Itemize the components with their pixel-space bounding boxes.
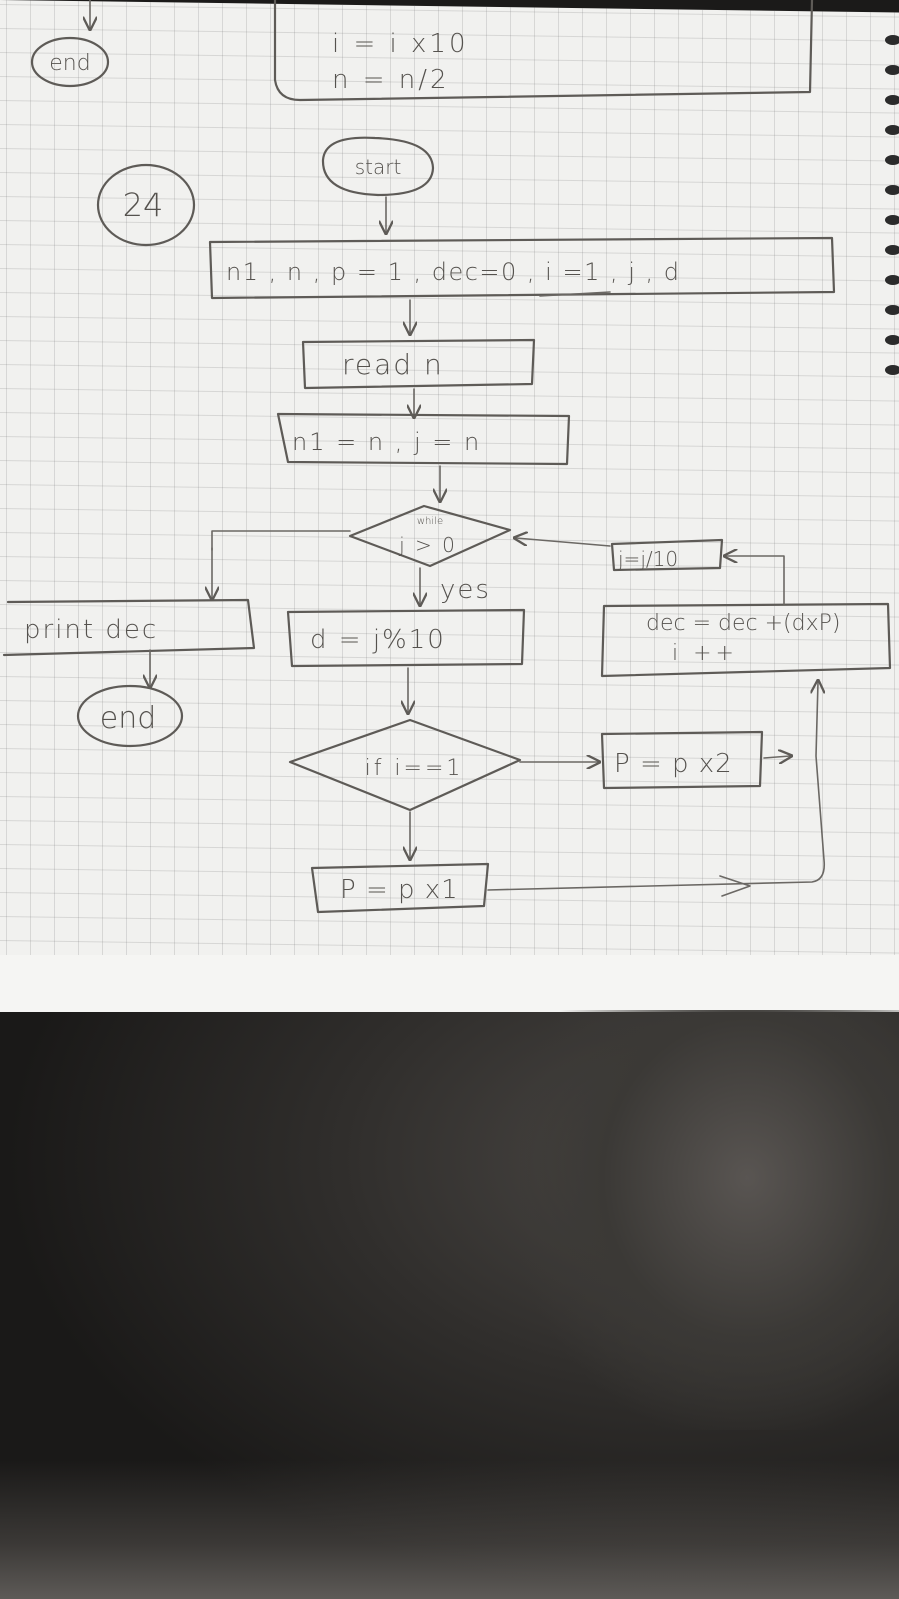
digit-box bbox=[286, 608, 526, 668]
problem-number: 24 bbox=[123, 186, 164, 224]
if-decision bbox=[288, 718, 522, 812]
assign-box bbox=[276, 412, 571, 466]
flowchart-drawing: end i = i x10 n = n/2 24 start n1 , n , … bbox=[2, 0, 892, 914]
digit-text: d = j%10 bbox=[310, 625, 446, 655]
if-text: if i==1 bbox=[365, 756, 464, 781]
prev-end-label: end bbox=[49, 51, 90, 76]
divide-text: j=j/10 bbox=[617, 547, 678, 571]
p-times-1-box bbox=[310, 862, 490, 914]
end-label: end bbox=[100, 701, 157, 736]
assign-text: n1 = n , j = n bbox=[292, 428, 481, 456]
arrow-loop-exit bbox=[211, 530, 351, 551]
update-line-1: dec = dec +(dxP) bbox=[646, 611, 840, 636]
divide-box bbox=[610, 538, 724, 572]
yes-label: yes bbox=[440, 575, 491, 605]
prev-end-terminal bbox=[30, 36, 110, 88]
print-text: print dec bbox=[24, 615, 158, 645]
while-decision bbox=[348, 504, 512, 568]
print-box bbox=[2, 598, 256, 657]
merge-tick bbox=[719, 875, 751, 897]
init-box bbox=[208, 236, 836, 300]
prev-line-1: i = i x10 bbox=[332, 29, 469, 59]
while-keyword: while bbox=[417, 516, 443, 527]
page-bottom-margin bbox=[0, 955, 899, 1013]
end-terminal bbox=[76, 684, 184, 748]
start-terminal bbox=[321, 136, 435, 197]
update-box bbox=[600, 602, 892, 678]
arrow-update-to-divide bbox=[726, 556, 785, 605]
cloth-highlight bbox=[0, 1460, 899, 1599]
p-times-1-text: P = p x1 bbox=[340, 875, 459, 905]
cloth-fold bbox=[520, 1010, 899, 1430]
p-times-2-box bbox=[600, 730, 764, 790]
spiral-binding bbox=[885, 35, 899, 375]
arrow-p1-merge bbox=[487, 682, 824, 891]
arrow-divide-to-loop bbox=[516, 538, 611, 547]
init-underline bbox=[539, 291, 611, 297]
prev-line-2: n = n/2 bbox=[332, 65, 450, 95]
update-line-2: i ++ bbox=[672, 641, 738, 666]
read-box bbox=[301, 338, 536, 390]
prev-process-box bbox=[273, 0, 814, 102]
p-times-2-text: P = p x2 bbox=[614, 749, 733, 779]
previous-problem-fragment: end i = i x10 n = n/2 bbox=[30, 0, 814, 102]
problem-number-circle bbox=[96, 163, 196, 247]
start-label: start bbox=[355, 155, 402, 179]
arrow-p2-out bbox=[763, 756, 790, 758]
while-condition: j > 0 bbox=[398, 533, 457, 557]
init-text: n1 , n , p = 1 , dec=0 , i =1 , j , d bbox=[226, 258, 681, 286]
read-text: read n bbox=[342, 348, 444, 381]
